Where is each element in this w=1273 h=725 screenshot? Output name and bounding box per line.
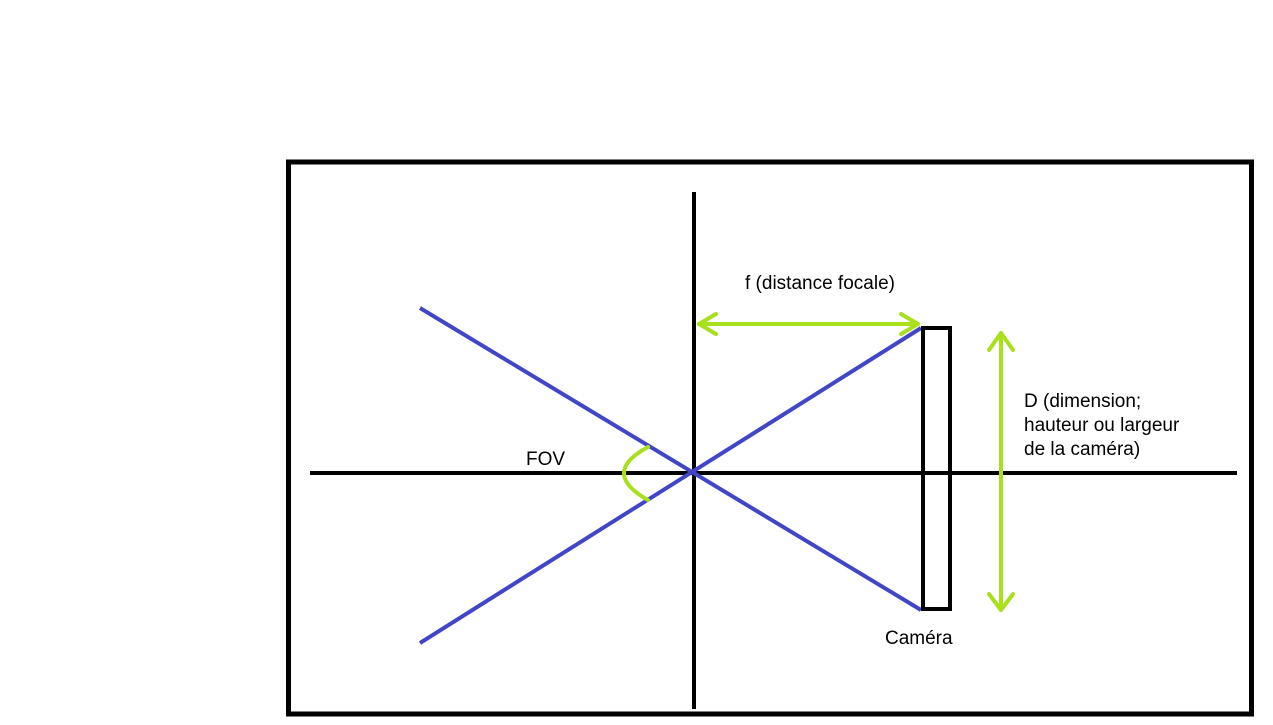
fov-label: FOV [526,449,565,470]
fov-angle-arc [622,445,650,502]
focal-length-arrow [697,312,920,336]
ray-bottom-to-top [418,326,923,645]
dimension-label-line-3: de la caméra) [1024,439,1140,460]
camera-sensor [921,326,952,611]
focal-length-label: f (distance focale) [745,273,895,294]
camera-label: Caméra [885,628,953,649]
dimension-label-line-1: D (dimension; [1024,391,1141,412]
diagram-frame [286,159,1254,717]
dimension-label-line-2: hauteur ou largeur [1024,415,1180,436]
ray-top-to-bottom [418,306,923,612]
dimension-arrow [987,331,1015,612]
